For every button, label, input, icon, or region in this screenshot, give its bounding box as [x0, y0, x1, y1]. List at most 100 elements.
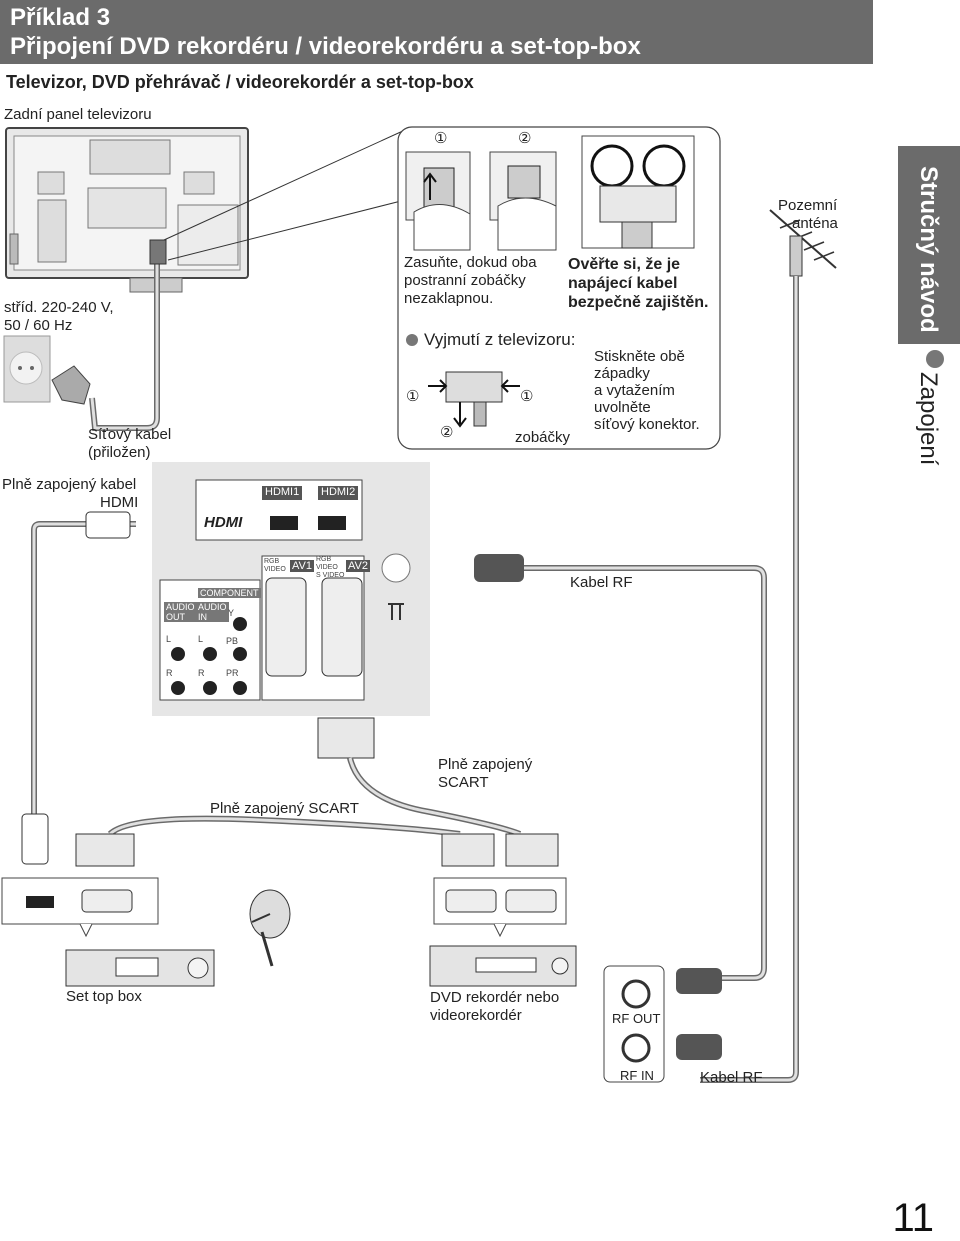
remove-step1-right: ① [520, 388, 534, 405]
hdmi2-label: HDMI2 [321, 486, 356, 498]
recorder-icon [429, 945, 577, 987]
remove-line1: Stiskněte obě [594, 348, 685, 365]
hdmi1-port [270, 516, 298, 530]
remove-step2: ② [440, 424, 454, 441]
audio-in-l: L [198, 634, 204, 644]
verify-line3: bezpečně zajištěn. [568, 294, 709, 311]
recorder-scart-port-1 [445, 889, 497, 913]
audio-jacks-icon [171, 617, 247, 695]
hdmi1-label: HDMI1 [265, 486, 300, 498]
side-tab-title: Stručný návod [915, 166, 942, 333]
example-title: Příklad 3 [10, 4, 111, 31]
insert-line3: nezaklapnou. [404, 290, 494, 307]
plug-locked-icon [581, 135, 695, 249]
remove-line5: síťový konektor. [594, 416, 700, 433]
antenna-port [381, 553, 411, 583]
rf-cable-bottom-label: Kabel RF [700, 1069, 763, 1086]
verify-line1: Ověřte si, že je [568, 256, 681, 273]
voltage-line1: stříd. 220-240 V, [4, 299, 114, 316]
hdmi-cable-line1: Plně zapojený kabel [2, 476, 137, 493]
remove-step1-left: ① [406, 388, 420, 405]
recorder-line1: DVD rekordér nebo [430, 989, 560, 1006]
power-cable-icon [89, 239, 167, 431]
step1-marker: ① [434, 130, 448, 147]
rf-plug-out-icon [676, 968, 722, 994]
scart-plug-rec1-icon [441, 833, 495, 867]
rf-cable-top-label: Kabel RF [570, 574, 633, 591]
page-title: Připojení DVD rekordéru / videorekordéru… [10, 33, 641, 60]
rf-plug-in-icon [676, 1034, 722, 1060]
insert-line2: postranní zobáčky [404, 272, 526, 289]
av2-scart-port [321, 577, 363, 677]
component-y: Y [228, 608, 235, 618]
component-pb: PB [226, 636, 239, 646]
scart-left-label: Plně zapojený SCART [210, 800, 359, 817]
tv-panel-label: Zadní panel televizoru [4, 106, 152, 123]
scart-plug-rec2-icon [505, 833, 559, 867]
power-cable-line1: Síťový kabel [88, 426, 172, 443]
page-number: 11 [892, 1196, 934, 1240]
remove-line4: uvolněte [594, 399, 651, 416]
side-tab: Stručný návod [898, 146, 960, 344]
wall-outlet-icon [3, 335, 91, 405]
voltage-line2: 50 / 60 Hz [4, 317, 73, 334]
audio-out-l: L [166, 634, 172, 644]
subtitle: Televizor, DVD přehrávač / videorekordér… [6, 72, 474, 92]
rf-out-port [621, 979, 651, 1009]
page-header: Příklad 3 Připojení DVD rekordéru / vide… [0, 0, 873, 64]
stb-scart-port [81, 889, 133, 913]
hdmi2-port [318, 516, 346, 530]
hdmi-plug-bottom-icon [21, 813, 49, 865]
rf-in-port [621, 1033, 651, 1063]
remove-title: Vyjmutí z televizoru: [424, 330, 576, 349]
bullet-icon [406, 334, 418, 346]
rf-in-label: RF IN [620, 1068, 654, 1083]
satellite-dish-icon [249, 889, 291, 967]
antenna-symbol-icon [388, 603, 404, 620]
av1-label: AV1 [290, 560, 314, 572]
audio-component-panel [159, 579, 261, 701]
antenna-label-line2: anténa [792, 215, 838, 232]
verify-line2: napájecí kabel [568, 275, 678, 292]
rf-out-label: RF OUT [612, 1011, 661, 1026]
rf-plug-top-icon [474, 554, 524, 582]
av1-scart-port [265, 577, 307, 677]
hdmi-logo: HDMI [204, 514, 243, 531]
power-cable-line2: (přiložen) [88, 444, 151, 461]
scart-plug-top-icon [317, 717, 375, 759]
set-top-box-icon [65, 949, 215, 987]
audio-in-r: R [198, 668, 205, 678]
audio-out-r: R [166, 668, 173, 678]
remove-line3: a vytažením [594, 382, 675, 399]
recorder-scart-port-2 [505, 889, 557, 913]
tv-back-icon [5, 127, 249, 293]
hooks-label: zobáčky [515, 429, 571, 446]
scart-right-line2: SCART [438, 774, 489, 791]
plug-insert-icon [405, 151, 557, 251]
insert-line1: Zasuňte, dokud oba [404, 254, 537, 271]
plug-remove-icon [428, 371, 520, 428]
recorder-line2: videorekordér [430, 1007, 522, 1024]
antenna-label-line1: Pozemní [778, 197, 838, 214]
step2-marker: ② [518, 130, 532, 147]
hdmi2-label-bg [318, 486, 358, 500]
scart-plug-stb-icon [75, 833, 135, 867]
hdmi1-label-bg [262, 486, 302, 500]
hdmi-cable-line2: HDMI [100, 494, 139, 511]
bullet-icon [926, 350, 944, 368]
av2-label: AV2 [346, 560, 370, 572]
scart-right-line1: Plně zapojený [438, 756, 533, 773]
remove-line2: západky [594, 365, 650, 382]
set-top-box-label: Set top box [66, 988, 142, 1005]
hdmi-plug-top-icon [85, 511, 131, 539]
stb-hdmi-port [26, 896, 54, 908]
component-pr: PR [226, 668, 239, 678]
component-label: COMPONENT [198, 588, 261, 598]
side-tab-subtitle: Zapojení [915, 372, 942, 466]
stb-back-panel [1, 877, 159, 925]
